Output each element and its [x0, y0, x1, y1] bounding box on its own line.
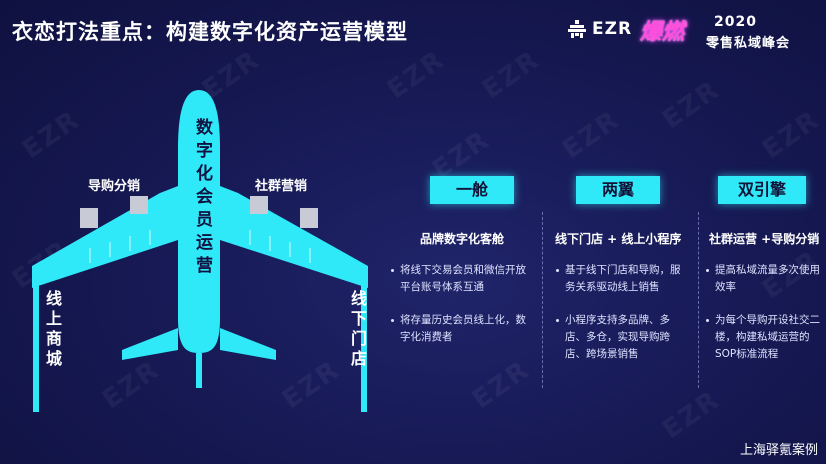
- event-highlight: 爆燃: [640, 20, 685, 45]
- watermark: EZR: [557, 104, 626, 166]
- event-name: 零售私域峰会: [706, 36, 791, 51]
- engine: [300, 208, 318, 228]
- right-pillar: [361, 270, 367, 412]
- offline-store-label: 线下门店: [348, 290, 367, 370]
- footer-caption: 上海驿氪案例: [739, 443, 818, 458]
- list-item: 提高私域流量多次使用效率: [706, 262, 823, 296]
- watermark: EZR: [382, 44, 451, 106]
- fuselage-label: 数字化会员运营: [192, 118, 212, 279]
- fuselage: [178, 90, 220, 353]
- list-item: 基于线下门店和导购，服务关系驱动线上销售: [556, 262, 690, 296]
- online-mall-label: 线上商城: [43, 290, 62, 370]
- ezr-logo-icon: [568, 20, 586, 38]
- pill-engines: 双引擎: [718, 176, 806, 204]
- engine: [250, 196, 268, 214]
- page-title: 衣恋打法重点：构建数字化资产运营模型: [12, 20, 408, 44]
- list-item: 将存量历史会员线上化，数字化消费者: [391, 312, 530, 346]
- engine: [130, 196, 148, 214]
- tail-wing: [220, 328, 276, 360]
- column-divider: [542, 212, 543, 388]
- column-heading: 线下门店 + 线上小程序: [555, 232, 682, 246]
- left-wing-label: 导购分销: [88, 179, 141, 194]
- list-item: 小程序支持多品牌、多店、多仓，实现导购跨店、跨场景销售: [556, 312, 690, 363]
- left-pillar: [33, 270, 39, 412]
- pill-cabin: 一舱: [430, 176, 514, 204]
- right-wing: [220, 186, 368, 288]
- tail-fin: [196, 353, 202, 388]
- event-year: 2020: [714, 14, 757, 30]
- right-wing-label: 社群营销: [255, 179, 308, 194]
- airplane-illustration: [32, 90, 368, 412]
- column-divider: [698, 212, 699, 388]
- column-heading: 社群运营 +导购分销: [709, 232, 820, 246]
- watermark: EZR: [467, 354, 536, 416]
- left-wing: [32, 186, 178, 288]
- watermark: EZR: [477, 44, 546, 106]
- watermark: EZR: [757, 104, 826, 166]
- list-item: 将线下交易会员和微信开放平台账号体系互通: [391, 262, 530, 296]
- column-heading: 品牌数字化客舱: [420, 232, 505, 246]
- pill-wings: 两翼: [576, 176, 660, 204]
- watermark: EZR: [657, 74, 726, 136]
- watermark: EZR: [657, 384, 726, 446]
- event-logo: 爆燃 2020 零售私域峰会: [640, 12, 812, 51]
- engine: [80, 208, 98, 228]
- ezr-logo: EZR: [566, 18, 632, 40]
- list-item: 为每个导购开设社交二楼，构建私域运营的SOP标准流程: [706, 312, 823, 363]
- tail-wing: [122, 328, 178, 360]
- ezr-logo-text: EZR: [592, 19, 633, 39]
